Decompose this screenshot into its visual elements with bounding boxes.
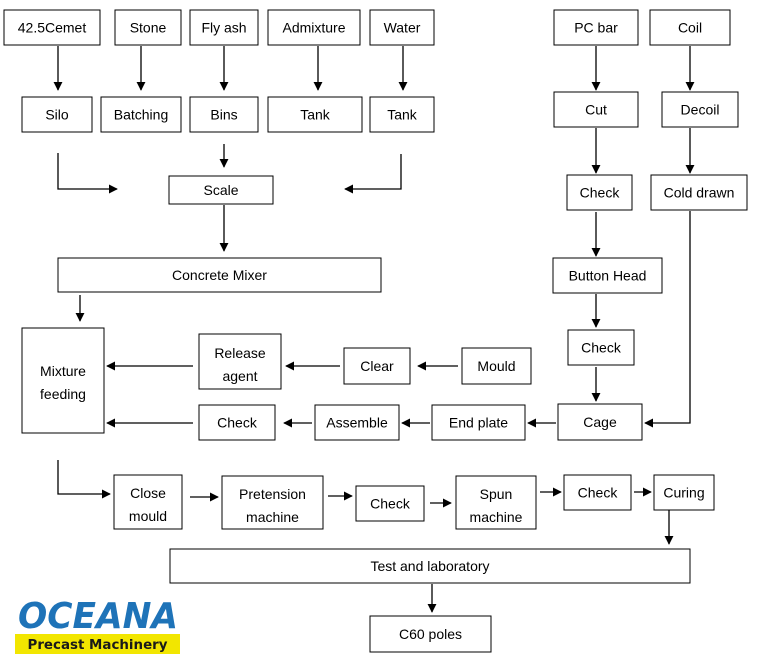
node-bins-label: Bins	[210, 107, 237, 123]
node-endplate: End plate	[431, 404, 526, 441]
edge-silo-scale	[57, 153, 118, 194]
node-water-label: Water	[384, 20, 421, 36]
node-water: Water	[369, 9, 435, 46]
node-check-spun: Check	[563, 474, 632, 511]
node-admixture-label: Admixture	[282, 20, 345, 36]
node-colddrawn: Cold drawn	[650, 174, 748, 211]
node-scale: Scale	[168, 175, 274, 205]
logo-tagline-text: Precast Machinery	[28, 638, 169, 653]
node-clear: Clear	[343, 347, 411, 385]
node-cement-label: 42.5Cemet	[18, 20, 87, 36]
node-pretension-label-2: machine	[246, 509, 299, 525]
node-pretension-label-1: Pretension	[239, 486, 306, 502]
node-close-mould-label-2: mould	[129, 508, 167, 524]
node-bins: Bins	[189, 96, 259, 133]
node-mixer-label: Concrete Mixer	[172, 267, 267, 283]
node-spun-label-1: Spun	[480, 486, 513, 502]
node-endplate-label: End plate	[449, 415, 508, 431]
edges	[53, 46, 695, 613]
node-pcbar-label: PC bar	[574, 20, 618, 36]
edge-feeding-closemould	[57, 460, 111, 499]
node-test-laboratory-label: Test and laboratory	[370, 558, 489, 574]
logo-brand-text: OCEANA	[18, 596, 178, 637]
node-check-assemble-label: Check	[217, 415, 258, 431]
node-check-spun-label: Check	[578, 485, 619, 501]
node-cage-label: Cage	[583, 414, 617, 430]
node-check-cut-label: Check	[580, 185, 621, 201]
logo-tagline-band	[15, 634, 180, 654]
edge-tank-scale	[344, 154, 402, 194]
node-cut: Cut	[553, 91, 639, 128]
node-mould: Mould	[461, 347, 532, 385]
node-buttonhead: Button Head	[552, 257, 663, 294]
node-coil-label: Coil	[678, 20, 702, 36]
node-stone: Stone	[114, 9, 182, 46]
node-decoil: Decoil	[661, 91, 739, 128]
node-flyash: Fly ash	[189, 9, 259, 46]
node-silo-label: Silo	[45, 107, 69, 123]
node-clear-label: Clear	[360, 358, 394, 374]
node-test-laboratory: Test and laboratory	[169, 548, 691, 584]
node-tank-water-label: Tank	[387, 107, 418, 123]
node-cut-label: Cut	[585, 102, 607, 118]
nodes: 42.5Cemet Stone Fly ash Admixture Water …	[3, 9, 748, 653]
node-scale-label: Scale	[203, 182, 238, 198]
node-check-buttonhead: Check	[567, 329, 635, 366]
node-tank-water: Tank	[369, 96, 435, 133]
node-curing: Curing	[653, 474, 715, 511]
node-buttonhead-label: Button Head	[569, 268, 647, 284]
node-check-cut: Check	[566, 174, 633, 211]
node-coil: Coil	[649, 9, 731, 46]
node-check-pretension: Check	[355, 485, 425, 522]
node-c60-poles-label: C60 poles	[399, 626, 462, 642]
oceana-logo: OCEANA Precast Machinery	[15, 596, 180, 654]
node-pcbar: PC bar	[553, 9, 639, 46]
node-mould-label: Mould	[477, 358, 515, 374]
node-cage: Cage	[557, 403, 643, 441]
node-mixture-feeding-label-2: feeding	[40, 386, 86, 402]
node-close-mould: Close mould	[113, 474, 183, 530]
node-release-agent-label-2: agent	[222, 368, 257, 384]
node-mixer: Concrete Mixer	[57, 257, 382, 293]
node-batching-label: Batching	[114, 107, 168, 123]
node-check-pretension-label: Check	[370, 496, 411, 512]
node-release-agent-label-1: Release	[214, 345, 266, 361]
node-close-mould-label-1: Close	[130, 485, 166, 501]
node-check-assemble: Check	[198, 404, 276, 441]
node-curing-label: Curing	[663, 485, 704, 501]
node-spun-label-2: machine	[470, 509, 523, 525]
node-admixture: Admixture	[267, 9, 361, 46]
node-assemble: Assemble	[314, 404, 400, 441]
node-c60-poles: C60 poles	[369, 615, 492, 653]
node-colddrawn-label: Cold drawn	[664, 185, 735, 201]
node-tank-admixture: Tank	[267, 96, 363, 133]
node-decoil-label: Decoil	[681, 102, 720, 118]
node-mixture-feeding-label-1: Mixture	[40, 363, 86, 379]
node-batching: Batching	[100, 96, 182, 133]
node-assemble-label: Assemble	[326, 415, 388, 431]
node-cement: 42.5Cemet	[3, 9, 101, 46]
node-tank-admixture-label: Tank	[300, 107, 331, 123]
node-flyash-label: Fly ash	[201, 20, 246, 36]
node-mixture-feeding: Mixture feeding	[21, 327, 105, 434]
node-stone-label: Stone	[130, 20, 167, 36]
node-release-agent: Release agent	[198, 333, 282, 390]
edge-colddrawn-cage	[644, 211, 691, 428]
node-check-buttonhead-label: Check	[581, 340, 622, 356]
node-spun: Spun machine	[455, 475, 537, 530]
node-pretension: Pretension machine	[221, 475, 324, 530]
node-silo: Silo	[21, 96, 93, 133]
